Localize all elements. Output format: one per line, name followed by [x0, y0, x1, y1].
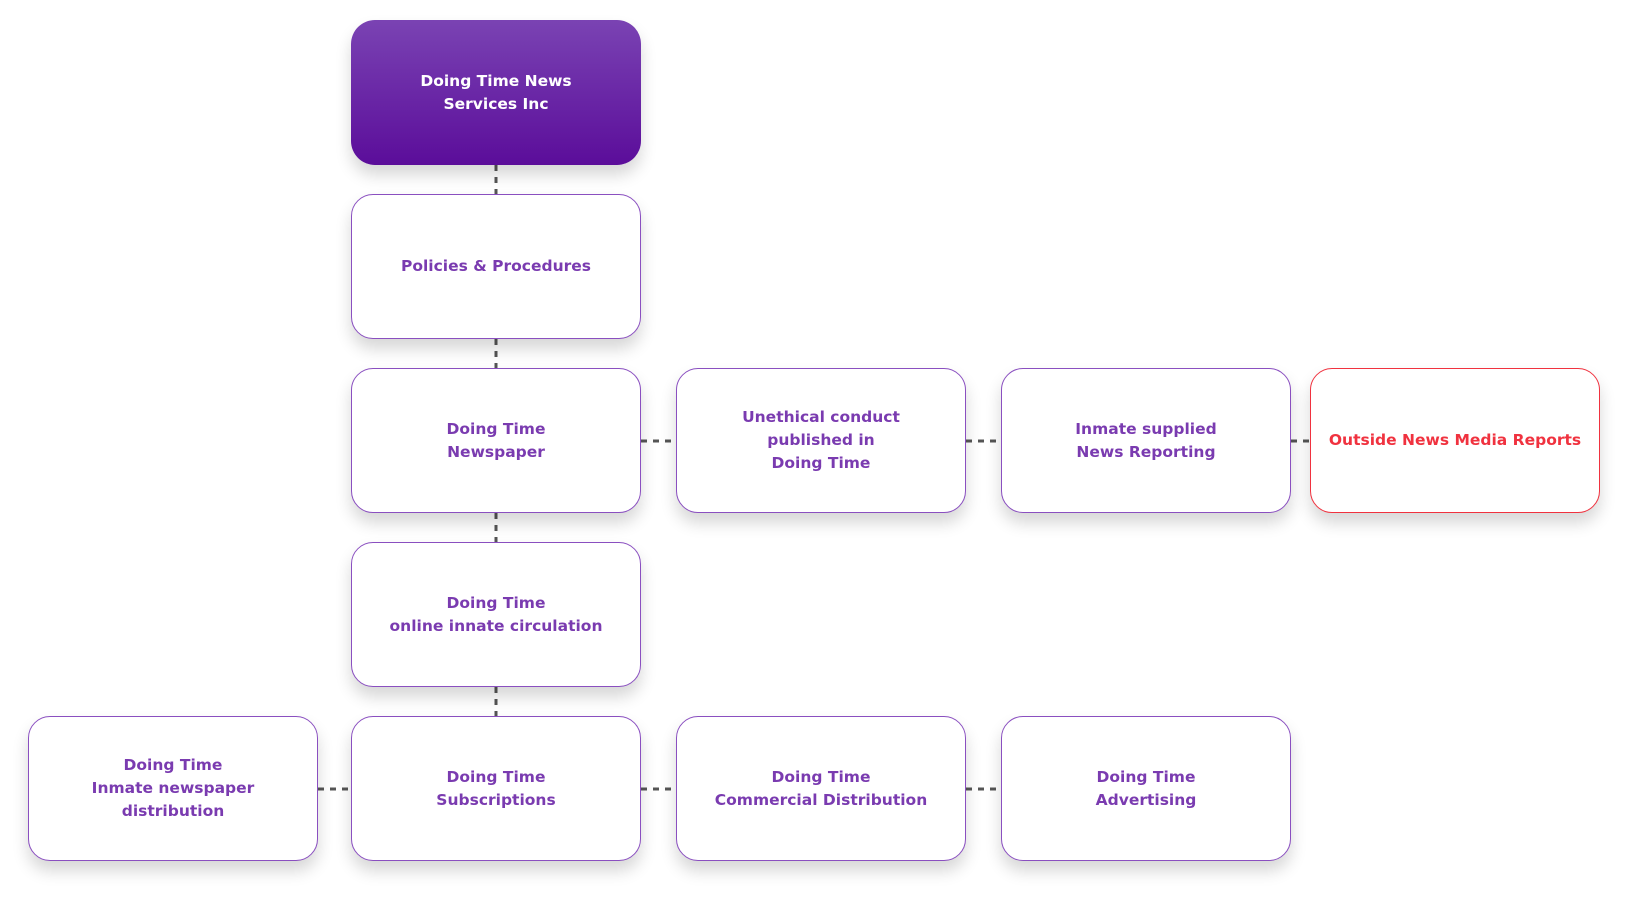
node-label: Doing Time Commercial Distribution: [714, 767, 928, 809]
node-label: Doing Time Subscriptions: [436, 767, 556, 809]
node-policies-procedures: Policies & Procedures: [351, 194, 641, 339]
node-subscriptions: Doing Time Subscriptions: [351, 716, 641, 861]
node-label: Doing Time online innate circulation: [389, 593, 603, 635]
node-commercial-distribution: Doing Time Commercial Distribution: [676, 716, 966, 861]
node-label: Doing Time Advertising: [1095, 767, 1197, 809]
node-unethical-conduct: Unethical conduct published in Doing Tim…: [676, 368, 966, 513]
node-inmate-news-reporting: Inmate supplied News Reporting: [1001, 368, 1291, 513]
node-label: Outside News Media Reports: [1328, 431, 1582, 449]
node-label: Policies & Procedures: [400, 257, 592, 275]
node-label: Doing Time News Services Inc: [420, 71, 572, 113]
node-label: Inmate supplied News Reporting: [1075, 419, 1217, 461]
node-inmate-newspaper-distribution: Doing Time Inmate newspaper distribution: [28, 716, 318, 861]
node-online-circulation: Doing Time online innate circulation: [351, 542, 641, 687]
node-outside-news-media: Outside News Media Reports: [1310, 368, 1600, 513]
node-advertising: Doing Time Advertising: [1001, 716, 1291, 861]
node-label: Doing Time Inmate newspaper distribution: [91, 756, 255, 820]
node-doing-time-news-services: Doing Time News Services Inc: [351, 20, 641, 165]
node-label: Unethical conduct published in Doing Tim…: [742, 408, 900, 472]
node-label: Doing Time Newspaper: [446, 419, 546, 461]
node-newspaper: Doing Time Newspaper: [351, 368, 641, 513]
